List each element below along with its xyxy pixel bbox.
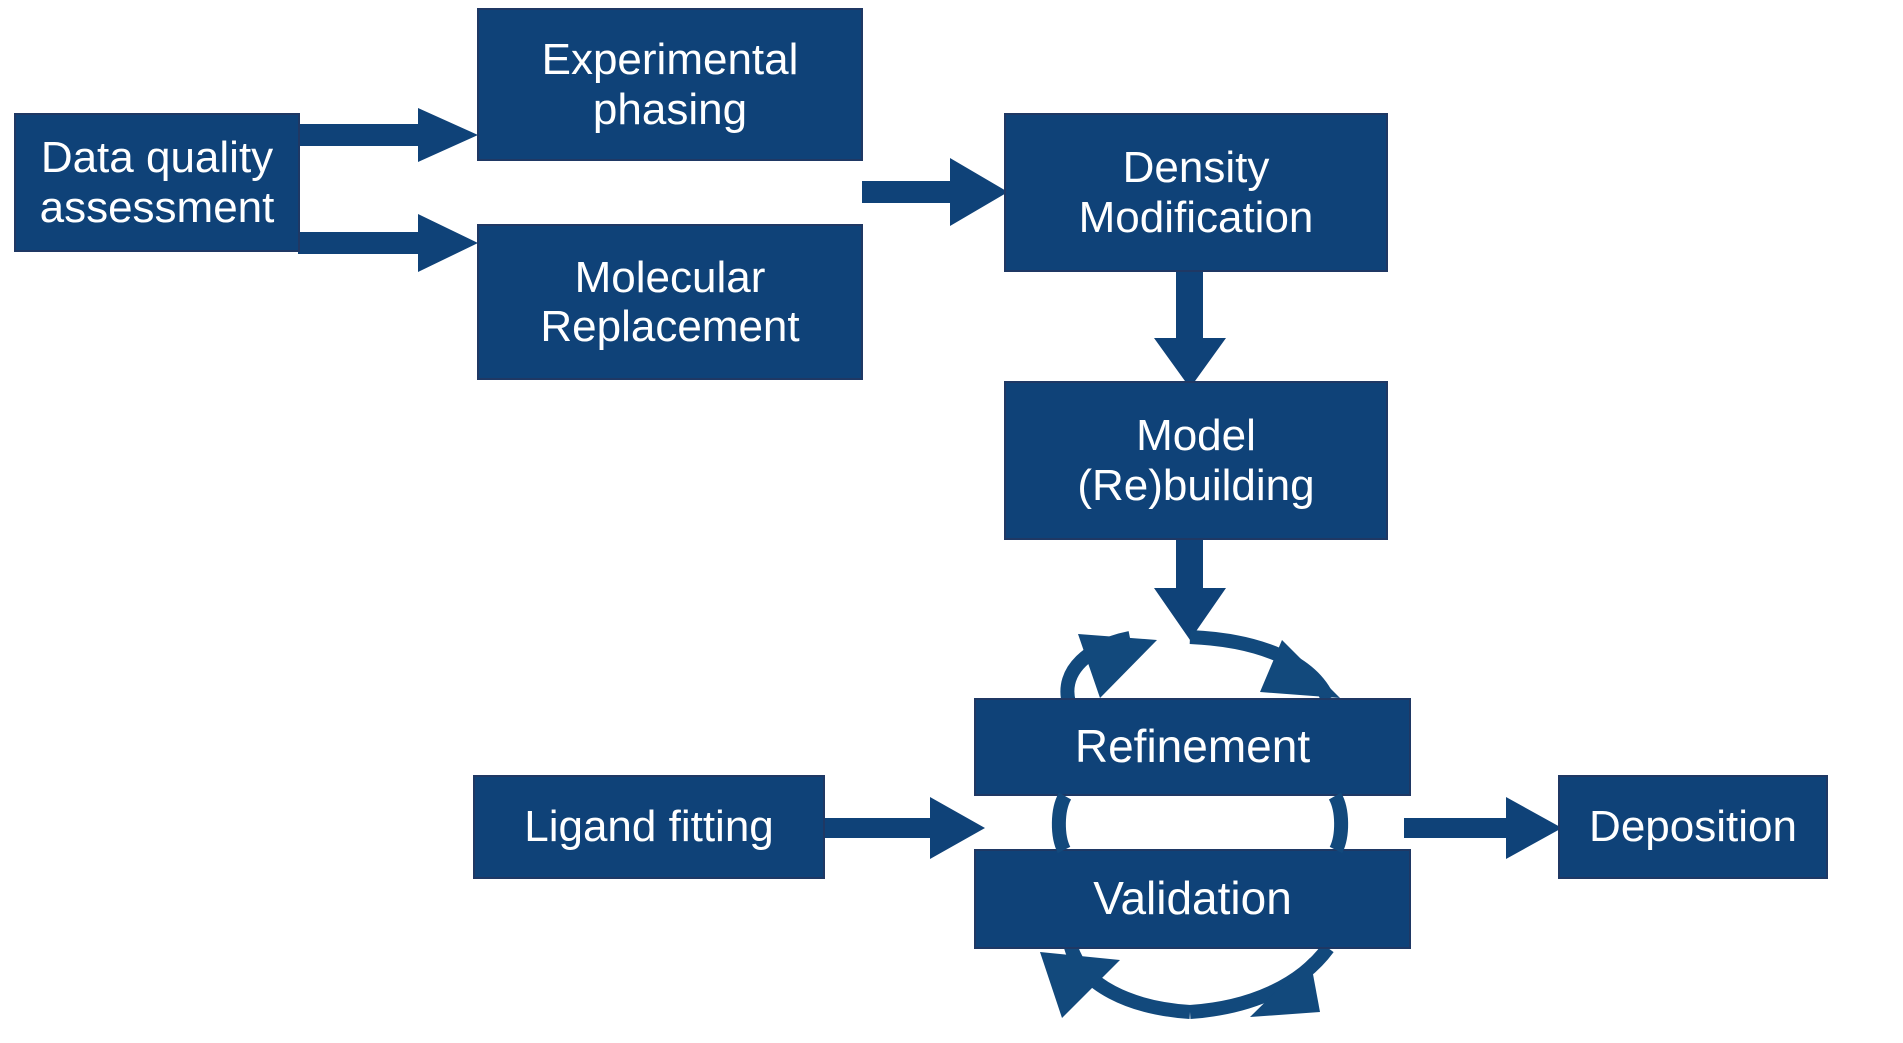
arrow-data-quality-to-experimental-phasing <box>298 108 478 162</box>
node-experimental-phasing[interactable]: Experimental phasing <box>477 8 863 161</box>
node-deposition[interactable]: Deposition <box>1558 775 1828 879</box>
arrow-density-modification-to-model-rebuilding <box>1154 268 1226 388</box>
node-molecular-replacement[interactable]: Molecular Replacement <box>477 224 863 380</box>
cycle-arc-top-left <box>1060 631 1157 705</box>
node-ligand-fitting[interactable]: Ligand fitting <box>473 775 825 879</box>
arrow-phasing-to-density-modification <box>862 158 1008 226</box>
arrow-model-rebuilding-to-refinement <box>1154 540 1226 640</box>
arrow-refinement-to-deposition <box>1404 797 1562 859</box>
cycle-arc-bottom-left <box>1040 944 1191 1019</box>
cycle-left-connector <box>1051 792 1072 854</box>
arrow-data-quality-to-molecular-replacement <box>298 214 478 272</box>
node-validation[interactable]: Validation <box>974 849 1411 949</box>
node-refinement[interactable]: Refinement <box>974 698 1411 796</box>
arrow-ligand-fitting-to-refinement <box>823 797 985 859</box>
cycle-right-connector <box>1328 792 1349 854</box>
node-data-quality-assessment[interactable]: Data quality assessment <box>14 113 300 252</box>
cycle-arc-bottom-right <box>1189 943 1334 1019</box>
node-density-modification[interactable]: Density Modification <box>1004 113 1388 272</box>
cycle-arc-top-right <box>1189 630 1340 703</box>
node-model-rebuilding[interactable]: Model (Re)building <box>1004 381 1388 540</box>
